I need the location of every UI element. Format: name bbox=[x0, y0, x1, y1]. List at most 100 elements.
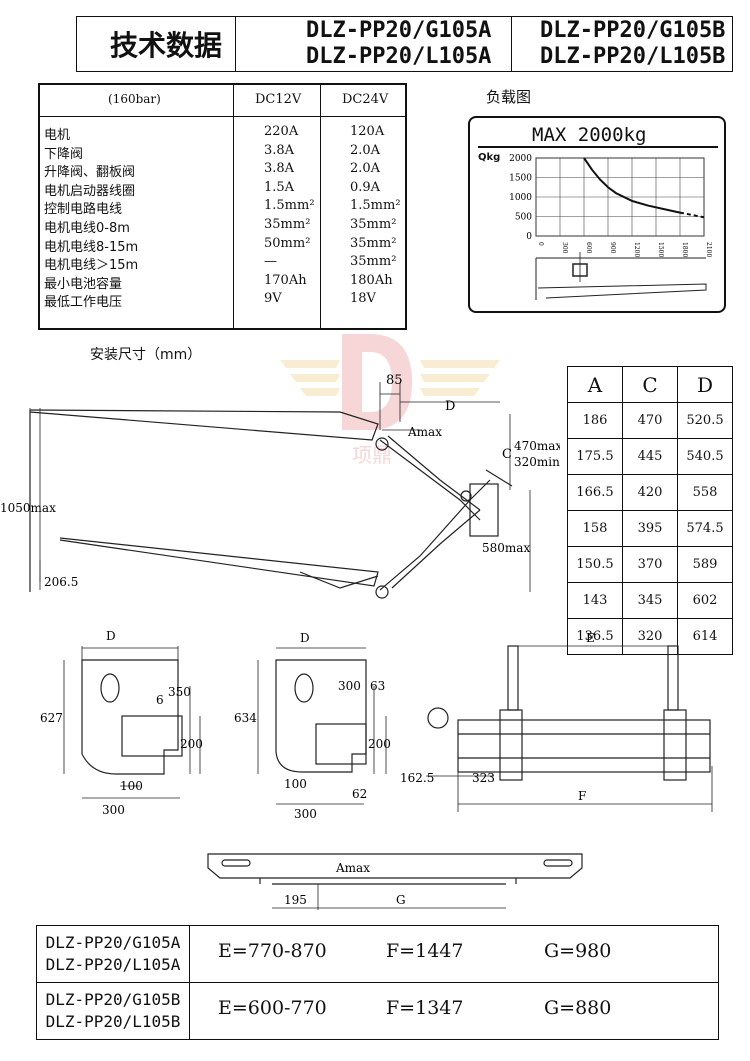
bracket-mid-63: 63 bbox=[370, 679, 385, 693]
dim-cell: 470 bbox=[622, 402, 678, 439]
load-chart-label: 负载图 bbox=[486, 88, 532, 106]
load-chart-ylabel: Qkg bbox=[478, 152, 501, 163]
bracket-mid-62: 62 bbox=[352, 787, 367, 801]
dim-header-a: A bbox=[567, 366, 623, 403]
dim-cell: 345 bbox=[622, 582, 678, 619]
bottom-model-name: DLZ-PP20/L105B bbox=[45, 1012, 181, 1031]
bracket-mid-634: 634 bbox=[234, 711, 257, 725]
dim-cell: 445 bbox=[622, 438, 678, 475]
bracket-left-200: 200 bbox=[180, 737, 203, 751]
spec-value-dc12: 35mm² bbox=[264, 217, 311, 232]
bracket-left-drawing: D 627 6 350 200 100 300 bbox=[40, 629, 203, 817]
side-dim-580: 580max bbox=[482, 541, 530, 555]
y-tick-label: 1000 bbox=[509, 193, 532, 203]
load-chart-title-divider bbox=[478, 146, 718, 148]
dim-cell: 395 bbox=[622, 510, 678, 547]
bottom-value-f: F=1347 bbox=[386, 997, 464, 1019]
bracket-left-D: D bbox=[106, 629, 116, 643]
top-view-162: 162.5 bbox=[400, 771, 434, 785]
x-tick-label: 0 bbox=[537, 242, 544, 246]
dim-cell: 540.5 bbox=[677, 438, 733, 475]
y-tick-label: 0 bbox=[526, 232, 532, 242]
spec-col1-head: DC12V bbox=[255, 92, 302, 107]
model-a-line2: DLZ-PP20/L105A bbox=[306, 44, 492, 69]
bracket-mid-drawing: D 634 300 63 200 100 62 300 bbox=[234, 631, 391, 821]
bracket-mid-300: 300 bbox=[338, 679, 361, 693]
header-frame bbox=[76, 16, 733, 72]
spec-header-divider bbox=[38, 116, 407, 117]
bracket-mid-100: 100 bbox=[284, 777, 307, 791]
dim-header-d: D bbox=[677, 366, 733, 403]
side-view-drawing: 85 D Amax C 470max 320min 1050max 580max… bbox=[0, 373, 560, 599]
dim-cell: 136.5 bbox=[567, 618, 623, 655]
side-dim-206: 206.5 bbox=[44, 575, 78, 589]
page-title: 技术数据 bbox=[110, 29, 223, 62]
bracket-mid-300b: 300 bbox=[294, 807, 317, 821]
bracket-mid-D: D bbox=[300, 631, 310, 645]
x-tick-label: 1800 bbox=[681, 242, 688, 257]
spec-col2-head: DC24V bbox=[342, 92, 389, 107]
bracket-left-300: 300 bbox=[102, 803, 125, 817]
bracket-mid-200: 200 bbox=[368, 737, 391, 751]
spec-value-dc12: — bbox=[264, 254, 277, 270]
top-view-E: E bbox=[586, 631, 595, 645]
spec-value-dc12: 50mm² bbox=[264, 235, 311, 251]
dim-cell: 420 bbox=[622, 474, 678, 511]
load-chart-frame bbox=[468, 116, 726, 313]
spec-label: 电机电线＞15m bbox=[44, 258, 139, 274]
spec-value-dc12: 1.5mm² bbox=[264, 198, 315, 214]
spec-value-dc24: 35mm² bbox=[350, 254, 397, 270]
y-tick-label: 1500 bbox=[509, 174, 532, 184]
model-a-line1: DLZ-PP20/G105A bbox=[306, 18, 492, 43]
spec-value-dc12: 9V bbox=[264, 291, 282, 307]
bottom-value-f: F=1447 bbox=[386, 940, 464, 962]
dim-cell: 558 bbox=[677, 474, 733, 511]
bottom-model-name: DLZ-PP20/G105A bbox=[45, 933, 181, 952]
spec-value-dc24: 180Ah bbox=[350, 272, 393, 288]
x-tick-label: 600 bbox=[585, 242, 592, 254]
top-view-323: 323 bbox=[472, 771, 495, 785]
dim-cell: 320 bbox=[622, 618, 678, 655]
top-view-drawing: E F 162.5 323 bbox=[400, 631, 713, 812]
dim-cell: 602 bbox=[677, 582, 733, 619]
spec-value-dc24: 0.9A bbox=[350, 179, 381, 195]
spec-label: 下降阀 bbox=[44, 146, 84, 162]
platform-drawing: Amax 195 G bbox=[207, 853, 583, 910]
header-divider-2 bbox=[511, 16, 512, 72]
load-curve-0 bbox=[583, 157, 681, 214]
spec-value-dc24: 35mm² bbox=[350, 217, 397, 232]
bracket-left-627: 627 bbox=[40, 711, 63, 725]
spec-value-dc12: 220A bbox=[264, 124, 299, 139]
bottom-value-g: G=980 bbox=[544, 940, 612, 962]
dim-cell: 158 bbox=[567, 510, 623, 547]
spec-value-dc12: 1.5A bbox=[264, 179, 295, 195]
x-tick-label: 2100 bbox=[705, 242, 712, 257]
spec-table-frame bbox=[38, 83, 407, 330]
bottom-model-name: DLZ-PP20/L105A bbox=[45, 955, 181, 974]
spec-label: 最低工作电压 bbox=[44, 295, 123, 311]
dim-cell: 150.5 bbox=[567, 546, 623, 583]
spec-value-dc12: 3.8A bbox=[264, 161, 295, 177]
chart-schematic-part bbox=[537, 283, 707, 299]
dim-cell: 143 bbox=[567, 582, 623, 619]
platform-Amax: Amax bbox=[335, 861, 370, 875]
dim-cell: 589 bbox=[677, 546, 733, 583]
spec-label: 控制电路电线 bbox=[44, 202, 123, 218]
spec-value-dc12: 170Ah bbox=[264, 272, 307, 288]
dim-cell: 574.5 bbox=[677, 510, 733, 547]
dim-cell: 520.5 bbox=[677, 402, 733, 439]
bottom-value-e: E=600-770 bbox=[218, 997, 327, 1019]
spec-label: 电机启动器线圈 bbox=[44, 183, 136, 199]
spec-label: 电机 bbox=[44, 128, 71, 143]
spec-col-divider-1 bbox=[233, 83, 234, 330]
